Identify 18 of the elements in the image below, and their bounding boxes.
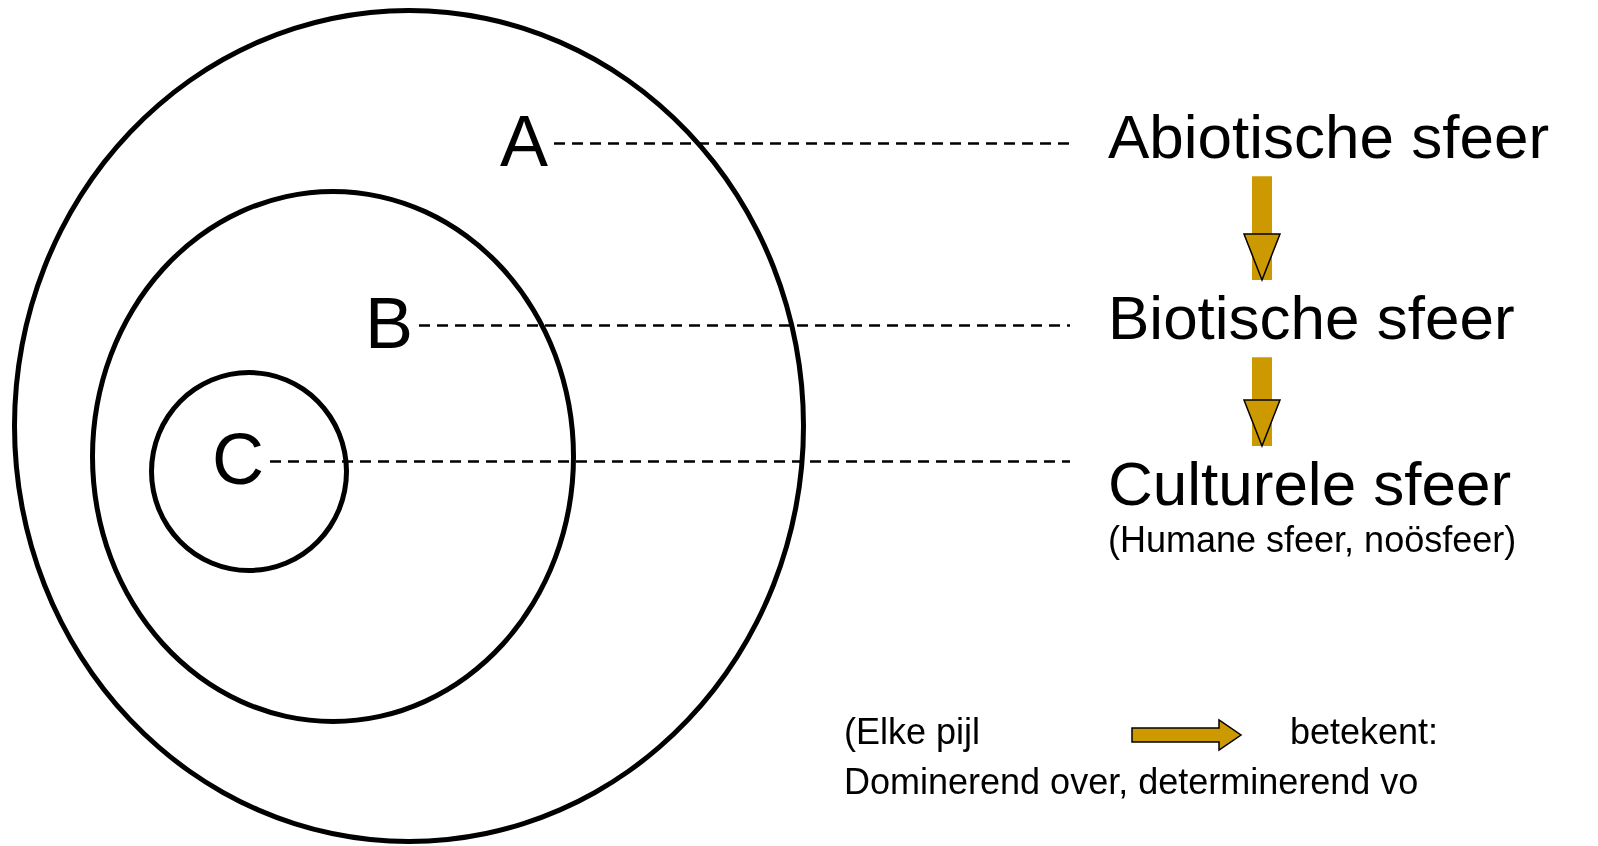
- sphere-circle: [149, 370, 349, 573]
- note-text: betekent:: [1290, 714, 1439, 750]
- sphere-letter: B: [365, 282, 414, 365]
- sphere-label: Abiotische sfeer: [1108, 101, 1550, 173]
- block-arrow: [1243, 357, 1281, 447]
- sphere-label: Biotische sfeer: [1108, 282, 1515, 354]
- leader-line: [270, 460, 1070, 463]
- sphere-subtitle: (Humane sfeer, noösfeer): [1108, 519, 1517, 561]
- sphere-letter: C: [212, 418, 264, 501]
- sphere-circle: [90, 189, 576, 724]
- note-text: Dominerend over, determinerend vo: [844, 764, 1419, 800]
- sphere-label: Culturele sfeer: [1108, 448, 1513, 520]
- leader-line: [419, 324, 1070, 327]
- sphere-letter: A: [500, 100, 549, 183]
- leader-line: [554, 142, 1070, 145]
- sphere-circle: [12, 8, 806, 844]
- note-text: (Elke pijl: [844, 714, 981, 750]
- block-arrow: [1243, 176, 1281, 281]
